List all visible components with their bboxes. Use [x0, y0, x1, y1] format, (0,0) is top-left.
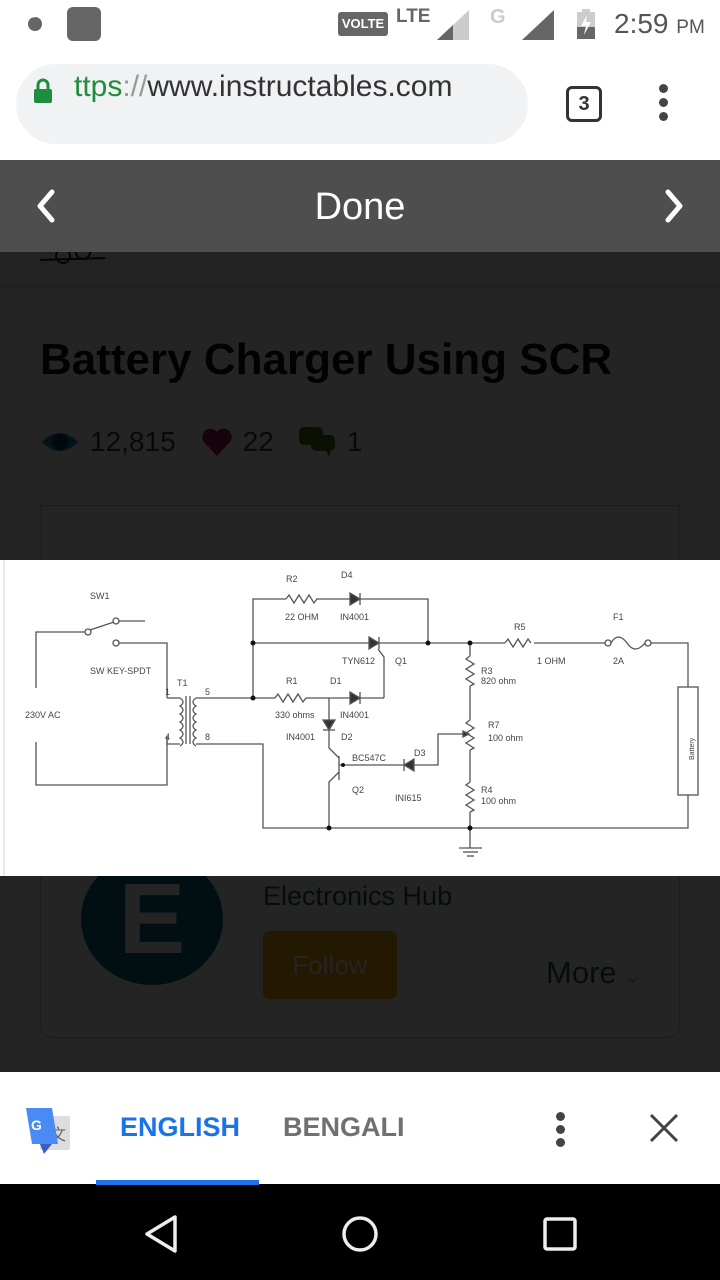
clock-ampm: PM	[676, 17, 705, 38]
label-pin1: 1	[165, 687, 170, 697]
more-label: More	[546, 955, 617, 990]
more-button[interactable]: More ⌄	[546, 955, 640, 991]
translate-bar: 文 G ENGLISH BENGALI	[0, 1072, 720, 1184]
network2-type-label: G	[490, 6, 506, 28]
label-r2-value: 22 OHM	[285, 612, 319, 622]
home-icon[interactable]	[340, 1214, 380, 1254]
label-r5: R5	[514, 622, 526, 632]
label-f1: F1	[613, 612, 624, 622]
comments-count: 1	[346, 426, 363, 457]
label-r1: R1	[286, 676, 298, 686]
app-notification-icon	[67, 7, 101, 41]
label-r5-value: 1 OHM	[537, 656, 566, 666]
signal-strength-icon	[437, 10, 469, 40]
clock: 2:59 PM	[614, 8, 705, 40]
label-battery: Battery	[689, 737, 696, 760]
url-text[interactable]: ttps://www.instructables.com	[74, 70, 452, 104]
dot	[555, 1138, 565, 1147]
label-transistor: BC547C	[352, 753, 387, 763]
label-sw-type: SW KEY-SPDT	[90, 666, 152, 676]
circuit-schematic-image[interactable]: SW1 SW KEY-SPDT 230V AC T1 1 4 5 8 R2 22…	[0, 560, 720, 876]
article-stats: 12,815 22 1	[40, 422, 387, 462]
label-r7-value: 100 ohm	[488, 733, 523, 743]
recent-apps-icon[interactable]	[542, 1216, 578, 1252]
battery-charging-icon	[577, 9, 595, 39]
chevron-right-icon[interactable]	[660, 186, 690, 226]
author-name[interactable]: Electronics Hub	[263, 881, 453, 911]
dot	[658, 84, 668, 93]
url-host: www.instructables.com	[147, 70, 453, 103]
schematic-drawing: SW1 SW KEY-SPDT 230V AC T1 1 4 5 8 R2 22…	[3, 560, 699, 876]
label-r3: R3	[481, 666, 493, 676]
label-r4: R4	[481, 785, 493, 795]
dot	[658, 112, 668, 121]
label-r7: R7	[488, 720, 500, 730]
done-button[interactable]: Done	[314, 186, 406, 228]
views-eye-icon	[42, 433, 78, 451]
tab-switcher-button[interactable]: 3	[566, 86, 602, 122]
status-bar: VOLTE LTE G 2:59 PM	[0, 0, 720, 50]
chevron-down-icon: ⌄	[624, 967, 640, 987]
comments-icon	[298, 427, 335, 457]
label-d4-value: IN4001	[340, 612, 369, 622]
label-r3-value: 820 ohm	[481, 676, 516, 686]
label-q2: Q2	[352, 785, 364, 795]
android-nav-bar	[0, 1184, 720, 1280]
label-d1-value: IN4001	[340, 710, 369, 720]
close-icon[interactable]	[648, 1112, 680, 1144]
article-image-thumbnail[interactable]	[40, 505, 680, 565]
signal-strength-2-icon	[522, 10, 554, 40]
label-d3-value: INI615	[395, 793, 422, 803]
browser-menu-button[interactable]	[656, 84, 670, 124]
dot	[658, 98, 668, 107]
label-r4-value: 100 ohm	[481, 796, 516, 806]
label-sw1: SW1	[90, 591, 110, 601]
label-q1: Q1	[395, 656, 407, 666]
lightbox-toolbar: Done	[0, 160, 720, 252]
label-r1-value: 330 ohms	[275, 710, 315, 720]
tab-source-language[interactable]: ENGLISH	[120, 1112, 241, 1142]
favorites-count: 22	[242, 426, 274, 457]
label-ac-source: 230V AC	[25, 710, 61, 720]
tab-target-language[interactable]: BENGALI	[283, 1112, 405, 1142]
url-scheme: ttps	[74, 70, 123, 103]
back-icon[interactable]	[143, 1214, 179, 1254]
clock-time: 2:59	[614, 8, 669, 39]
svg-text:G: G	[31, 1117, 42, 1133]
follow-button[interactable]: Follow	[263, 931, 397, 999]
url-separator: ://	[122, 70, 148, 103]
translate-options-button[interactable]	[553, 1112, 567, 1148]
address-bar[interactable]	[16, 64, 528, 144]
network-type-label: LTE	[396, 6, 431, 27]
label-pin5: 5	[205, 687, 210, 697]
label-d2: D2	[341, 732, 353, 742]
dot	[555, 1125, 565, 1134]
label-scr: TYN612	[342, 656, 375, 666]
label-pin4: 4	[165, 732, 170, 742]
label-pin8: 8	[205, 732, 210, 742]
label-d3: D3	[414, 748, 426, 758]
label-t1: T1	[177, 678, 188, 688]
label-d4: D4	[341, 570, 353, 580]
secure-lock-icon	[34, 78, 52, 103]
browser-toolbar: ttps://www.instructables.com 3	[0, 50, 720, 160]
active-tab-indicator	[96, 1180, 259, 1185]
dot	[555, 1112, 565, 1121]
favorites-heart-icon	[201, 428, 232, 456]
label-f1-value: 2A	[613, 656, 624, 666]
label-r2: R2	[286, 574, 298, 584]
article-title: Battery Charger Using SCR	[40, 335, 613, 384]
google-translate-icon: 文 G	[26, 1108, 70, 1154]
author-card: E Electronics Hub Follow More⌄	[40, 850, 680, 1038]
views-count: 12,815	[90, 426, 176, 457]
message-notification-icon	[28, 14, 42, 31]
volte-badge: VOLTE	[338, 12, 388, 36]
label-d1: D1	[330, 676, 342, 686]
label-d2-value: IN4001	[286, 732, 315, 742]
